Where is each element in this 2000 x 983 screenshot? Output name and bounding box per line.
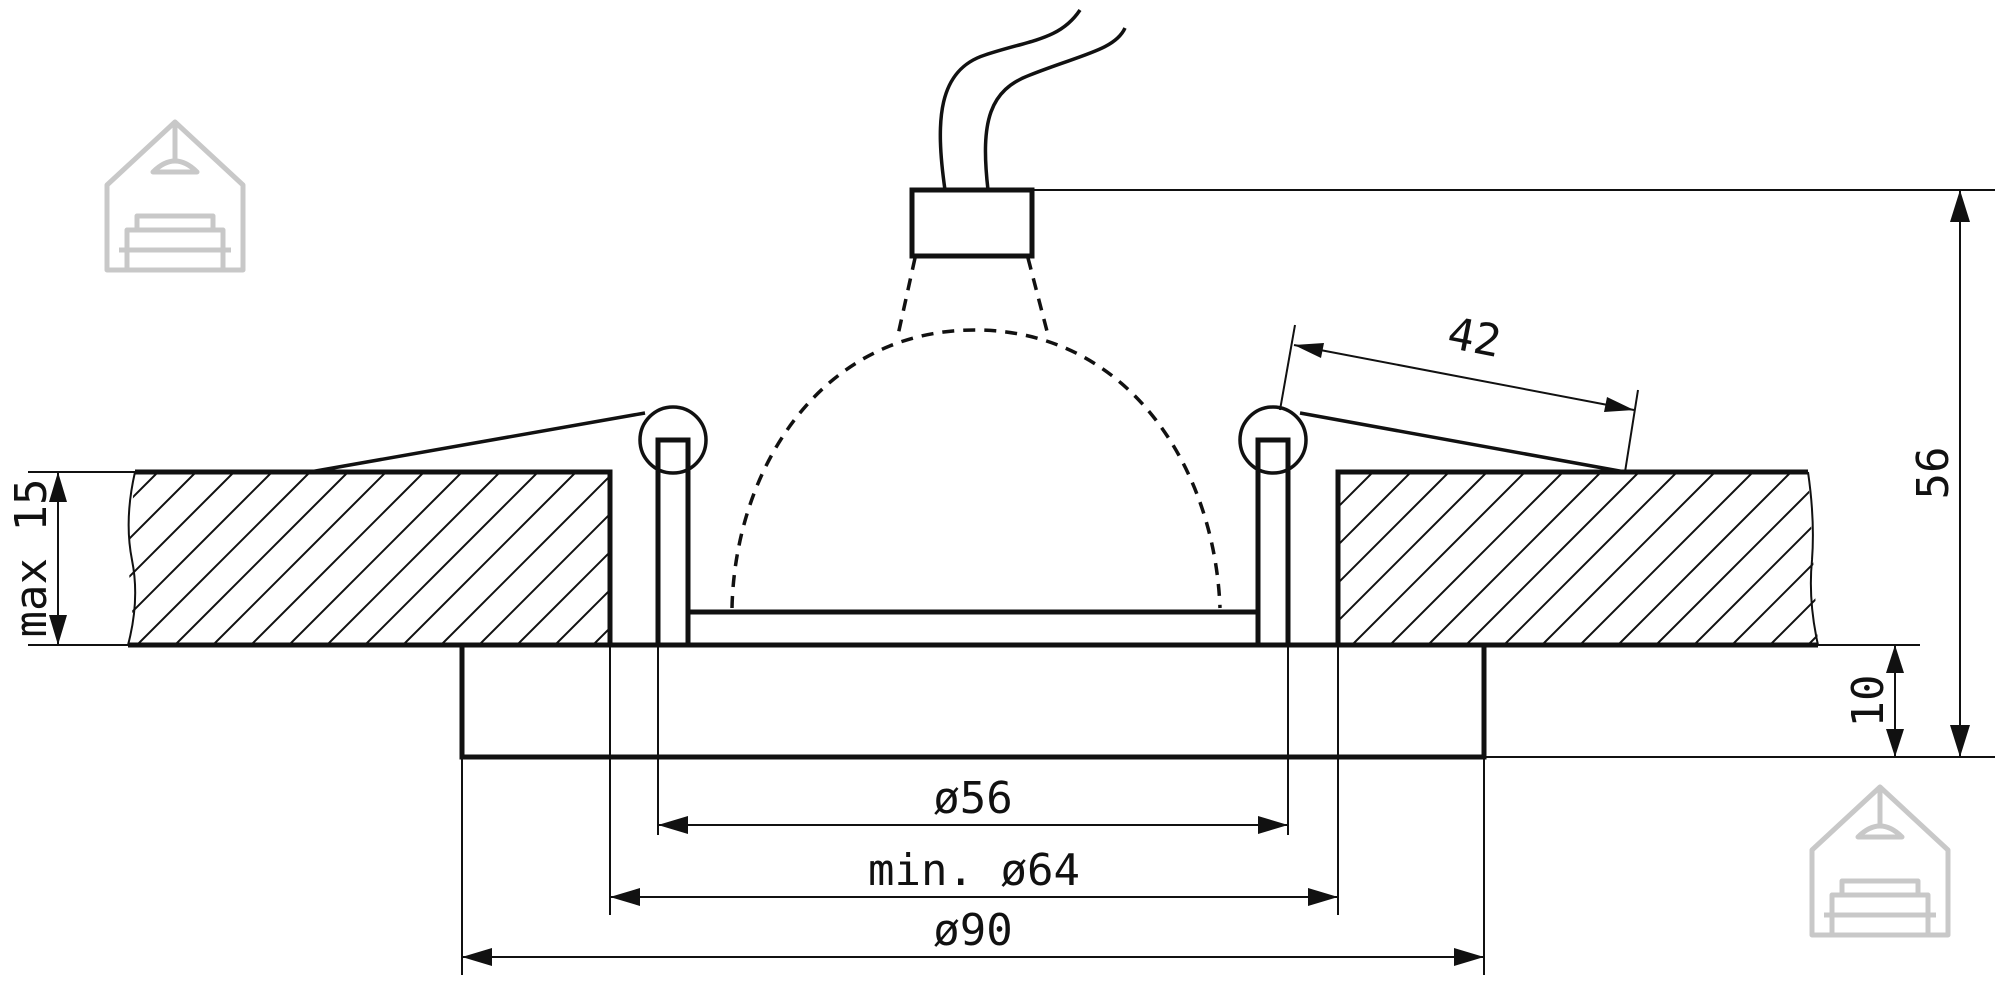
hatch-line <box>1617 472 1792 645</box>
hatch-line <box>1731 472 1818 645</box>
ceiling-slab-right <box>1162 469 2000 648</box>
power-cable <box>938 9 1127 191</box>
dimension-flange-height: 10 <box>1843 645 1904 757</box>
hatch-line <box>128 472 235 645</box>
hatch-line <box>745 472 918 645</box>
cable-collar <box>909 187 1035 259</box>
hatch-line <box>554 472 610 645</box>
logo-top-left <box>107 122 243 270</box>
hatch-line <box>478 472 610 645</box>
hatch-line <box>592 472 610 645</box>
hatch-line <box>212 472 387 645</box>
dimension-cutout-diameter: min. ø64 <box>610 845 1338 906</box>
lamp-bulb-outline <box>730 257 1222 609</box>
hatch-line <box>1579 472 1754 645</box>
hatch-line <box>1960 472 2000 645</box>
hatch-line <box>707 472 880 645</box>
hatch-line <box>288 472 463 645</box>
ceiling-slab-left <box>127 469 956 648</box>
logo-bottom-right <box>1812 787 1948 935</box>
hatch-line <box>1503 472 1678 645</box>
ceiling-thickness-label: max 15 <box>6 479 57 638</box>
hatch-line <box>402 472 577 645</box>
hatch-line <box>128 472 197 645</box>
hatch-line <box>783 472 956 645</box>
hatch-line <box>1541 472 1716 645</box>
hatch-line <box>250 472 425 645</box>
hatch-line <box>174 472 349 645</box>
hatch-line <box>1655 472 1818 645</box>
bottom-flange <box>459 642 1487 760</box>
hatch-line <box>136 472 311 645</box>
hatch-line <box>1338 472 1412 645</box>
hatch-line <box>516 472 610 645</box>
outer-diameter-label: ø90 <box>933 905 1012 956</box>
hatch-line <box>1693 472 1818 645</box>
inner-plate <box>688 609 1258 648</box>
hatch-line <box>1769 472 1818 645</box>
dimension-outer-diameter: ø90 <box>462 905 1484 966</box>
dimension-depth-total: 56 <box>1908 190 1970 757</box>
hatch-line <box>128 472 273 645</box>
hatch-line <box>440 472 610 645</box>
hatch-line <box>669 472 842 645</box>
hatch-line <box>1162 472 1335 645</box>
hatch-line <box>326 472 501 645</box>
depth-total-label: 56 <box>1908 447 1959 500</box>
hatch-line <box>1351 472 1526 645</box>
hatch-line <box>1465 472 1640 645</box>
house-lamp-sofa-icon <box>107 122 243 270</box>
hatch-line <box>364 472 539 645</box>
inner-diameter-label: ø56 <box>933 773 1012 824</box>
house-lamp-sofa-icon <box>1812 787 1948 935</box>
flange-height-label: 10 <box>1843 675 1894 728</box>
extension-lines <box>28 189 1995 975</box>
dimension-inner-diameter: ø56 <box>658 773 1288 834</box>
hatch-line <box>1338 472 1450 645</box>
bracket-reach-label: 42 <box>1443 308 1505 368</box>
dimension-ceiling-thickness: max 15 <box>6 472 67 645</box>
hatch-line <box>1389 472 1564 645</box>
hatch-line <box>1338 472 1488 645</box>
dimension-bracket-reach: 42 <box>1293 308 1635 412</box>
cutout-diameter-label: min. ø64 <box>868 845 1080 896</box>
hatch-line <box>1338 472 1374 645</box>
hatch-line <box>1427 472 1602 645</box>
